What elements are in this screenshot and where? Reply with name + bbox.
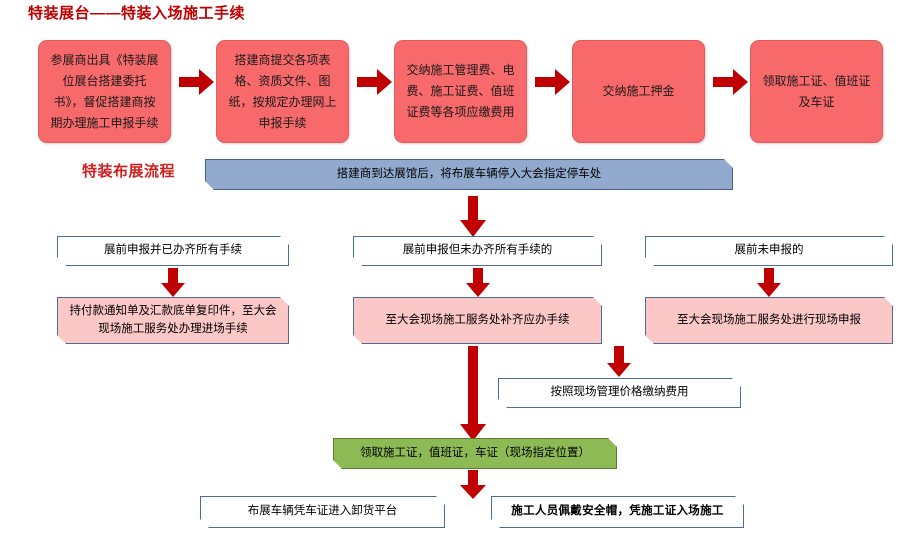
arrow-down-icon (757, 268, 781, 298)
flow-box-declared-complete[interactable]: 展前申报并已办齐所有手续 (57, 236, 289, 266)
flow-box-entry-procedures[interactable]: 持付款通知单及汇款底单复印件，至大会现场施工服务处办理进场手续 (57, 297, 289, 344)
flow-box-submit-documents[interactable]: 搭建商提交各项表格、资质文件、图纸，按规定办理网上申报手续 (216, 40, 349, 143)
flow-box-onsite-declaration[interactable]: 至大会现场施工服务处进行现场申报 (645, 297, 893, 344)
arrow-right-icon (179, 69, 215, 95)
flow-box-safety-helmet[interactable]: 施工人员佩戴安全帽，凭施工证入场施工 (491, 496, 744, 528)
flow-box-apply-commission[interactable]: 参展商出具《特装展位展台搭建委托书》，督促搭建商按期办理施工申报手续 (38, 40, 171, 143)
flow-box-pay-deposit[interactable]: 交纳施工押金 (572, 40, 705, 143)
flow-box-not-declared[interactable]: 展前未申报的 (645, 236, 893, 266)
flow-box-collect-permits[interactable]: 领取施工证、值班证及车证 (750, 40, 883, 143)
arrow-right-icon (713, 69, 749, 95)
flow-box-onsite-fee[interactable]: 按照现场管理价格缴纳费用 (498, 378, 741, 408)
arrow-down-icon (466, 268, 490, 298)
flow-box-declared-incomplete[interactable]: 展前申报但未办齐所有手续的 (353, 236, 602, 266)
section-title-setup-process: 特装布展流程 (82, 163, 176, 180)
arrow-down-icon (607, 346, 631, 378)
flow-banner-vehicle-parking[interactable]: 搭建商到达展馆后，将布展车辆停入大会指定停车处 (205, 159, 733, 190)
flow-box-collect-permits-onsite[interactable]: 领取施工证，值班证，车证（现场指定位置） (333, 438, 617, 469)
arrow-down-icon (460, 196, 486, 238)
arrow-down-icon (460, 346, 486, 442)
page-title: 特装展台——特装入场施工手续 (28, 5, 246, 22)
arrow-right-icon (535, 69, 571, 95)
arrow-down-icon (460, 470, 486, 500)
arrow-down-icon (161, 268, 185, 298)
flow-box-complete-procedures[interactable]: 至大会现场施工服务处补齐应办手续 (353, 297, 602, 344)
flow-box-pay-fees[interactable]: 交纳施工管理费、电费、施工证费、值班证费等各项应缴费用 (394, 40, 527, 143)
flow-box-vehicle-unloading[interactable]: 布展车辆凭车证进入卸货平台 (200, 496, 445, 528)
arrow-right-icon (357, 69, 393, 95)
